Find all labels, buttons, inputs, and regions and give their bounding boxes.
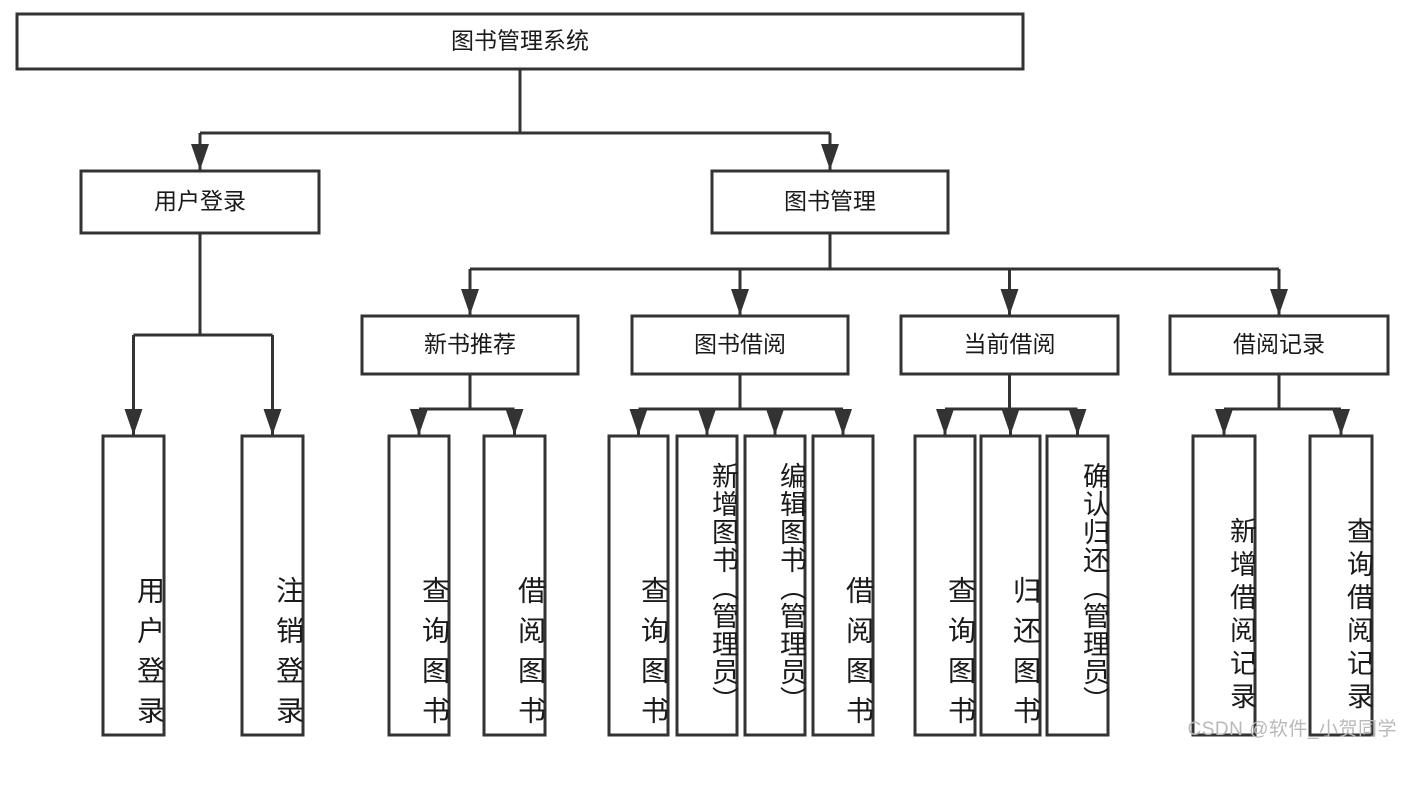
- node-level3-label-0: 新书推荐: [424, 331, 516, 357]
- node-level2-label-1: 图书管理: [784, 188, 876, 214]
- leaf-arrow-4: [629, 409, 648, 435]
- node-leaf-9[interactable]: [979, 434, 1042, 737]
- leaf-arrow-5: [698, 409, 716, 435]
- leaf-arrow-11: [1215, 409, 1233, 435]
- leaf-arrow-12: [1332, 409, 1350, 435]
- node-level3-label-1: 图书借阅: [694, 331, 786, 357]
- level3-arrow-3: [1270, 289, 1288, 315]
- node-level3-label-2: 当前借阅: [964, 331, 1056, 357]
- leaf-arrow-8: [936, 409, 954, 435]
- leaf-arrow-9: [1001, 409, 1020, 435]
- level2-arrow-0: [191, 144, 209, 170]
- node-level3-label-3: 借阅记录: [1233, 331, 1325, 357]
- leaf-arrow-6: [766, 409, 784, 435]
- node-leaf-11[interactable]: [1191, 434, 1257, 737]
- leaf-arrow-3: [505, 409, 524, 435]
- node-level2-label-0: 用户登录: [154, 188, 246, 214]
- leaf-arrow-7: [834, 409, 852, 435]
- node-leaf-6[interactable]: [743, 434, 807, 737]
- node-leaf-7[interactable]: [811, 434, 875, 737]
- node-level2-0[interactable]: [79, 169, 321, 235]
- node-leaf-3[interactable]: [482, 434, 547, 737]
- leaf-arrow-1: [263, 409, 282, 435]
- node-level2-1[interactable]: [710, 169, 950, 235]
- node-leaf-10[interactable]: [1045, 434, 1110, 737]
- node-box-group: [15, 12, 1390, 737]
- node-leaf-2[interactable]: [387, 434, 451, 737]
- node-leaf-8[interactable]: [913, 434, 977, 737]
- node-root[interactable]: [15, 12, 1025, 71]
- node-root-label: 图书管理系统: [451, 28, 589, 54]
- node-level3-3[interactable]: [1168, 314, 1390, 376]
- connector-group: [124, 69, 1350, 435]
- level3-arrow-1: [731, 289, 749, 315]
- node-leaf-4[interactable]: [607, 434, 670, 737]
- node-leaf-0[interactable]: [101, 434, 166, 737]
- leaf-arrow-2: [410, 409, 428, 435]
- node-leaf-5[interactable]: [675, 434, 739, 737]
- node-leaf-1[interactable]: [240, 434, 305, 737]
- node-level3-0[interactable]: [360, 314, 580, 376]
- leaf-arrow-0: [124, 409, 143, 435]
- flowchart-canvas: 图书管理系统用户登录图书管理新书推荐图书借阅当前借阅借阅记录 用户登录注销登录查…: [15, 12, 1397, 740]
- node-leaf-12[interactable]: [1308, 434, 1374, 737]
- level2-arrow-1: [821, 144, 839, 170]
- level3-arrow-0: [461, 289, 479, 315]
- node-level3-2[interactable]: [899, 314, 1120, 376]
- node-level3-1[interactable]: [630, 314, 850, 376]
- csdn-watermark: CSDN @软件_小贺同学: [1187, 719, 1397, 740]
- leaf-arrow-10: [1068, 409, 1087, 435]
- level3-arrow-2: [1000, 289, 1019, 315]
